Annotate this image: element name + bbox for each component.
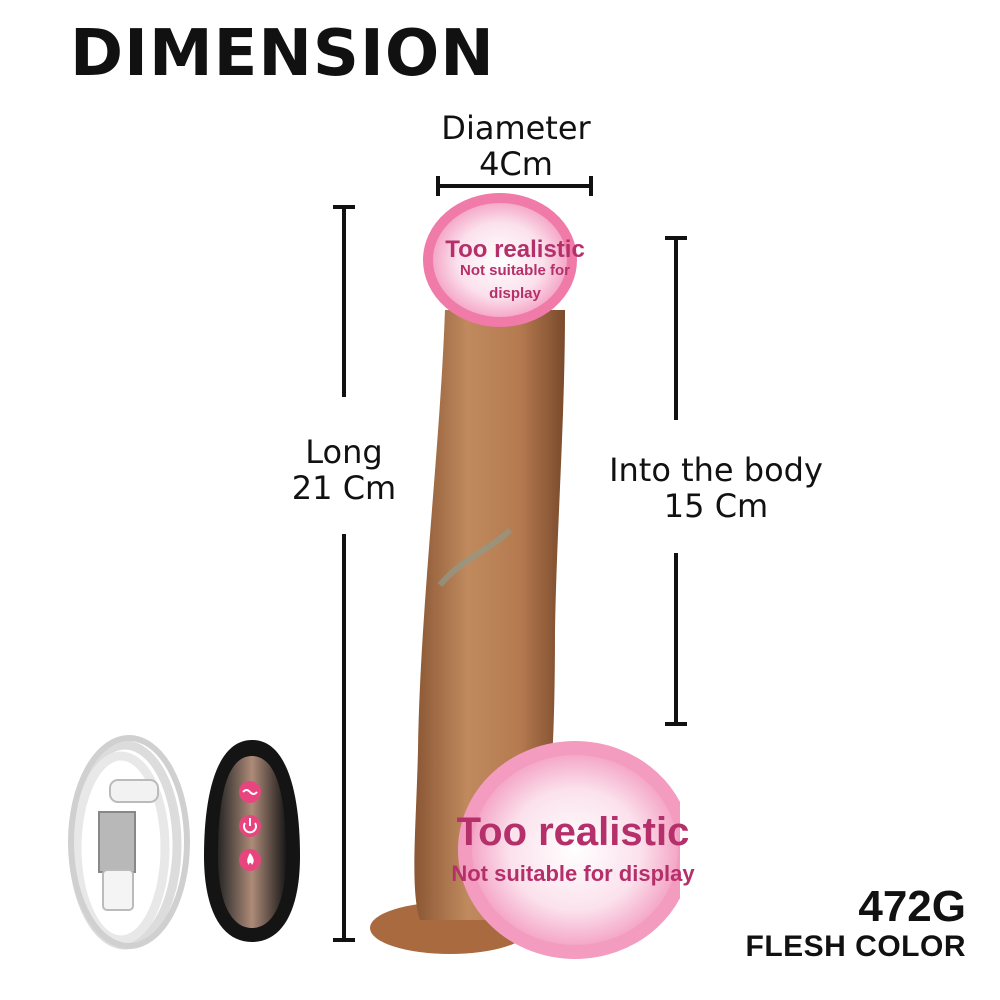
censor-top-line3: display [489,285,541,302]
censor-bottom-line2: Not suitable for display [451,861,695,886]
insertable-bar-lower [674,553,678,725]
product-vein [437,527,513,587]
diameter-bar-right-cap [589,176,593,196]
insertable-value: 15 Cm [663,487,769,525]
censor-bottom-text: Too realistic Not suitable for display [428,810,718,887]
insertable-bar-upper [674,236,678,420]
length-label: Long 21 Cm [262,434,426,506]
length-bar-bottom-cap [333,938,355,942]
insertable-label: Into the body 15 Cm [598,452,834,524]
weight-value: 472G [858,882,966,931]
remote-control [204,740,300,942]
insertable-label-text: Into the body [609,451,823,489]
product-silhouette [370,193,680,959]
censor-bottom-line1: Too realistic [456,810,690,854]
censor-top-shape [423,193,577,327]
censor-top-text: Too realistic Not suitable for display [430,236,600,302]
censor-bottom-shape [458,741,680,959]
color-name: FLESH COLOR [745,930,966,963]
diameter-value: 4Cm [479,145,553,183]
censor-top-line1: Too realistic [445,236,585,263]
length-value: 21 Cm [291,469,397,507]
length-label-text: Long [305,433,383,471]
diameter-bar-left-cap [436,176,440,196]
diameter-label-text: Diameter [441,109,591,147]
length-bar-upper [342,205,346,397]
usb-cable-icon [68,735,190,950]
diameter-label: Diameter 4Cm [416,110,616,182]
length-bar-lower [342,534,346,940]
diameter-bar [436,184,592,188]
censor-top-line2: Not suitable for [459,262,570,279]
insertable-bar-bottom-cap [665,722,687,726]
page-title: DIMENSION [70,17,495,91]
